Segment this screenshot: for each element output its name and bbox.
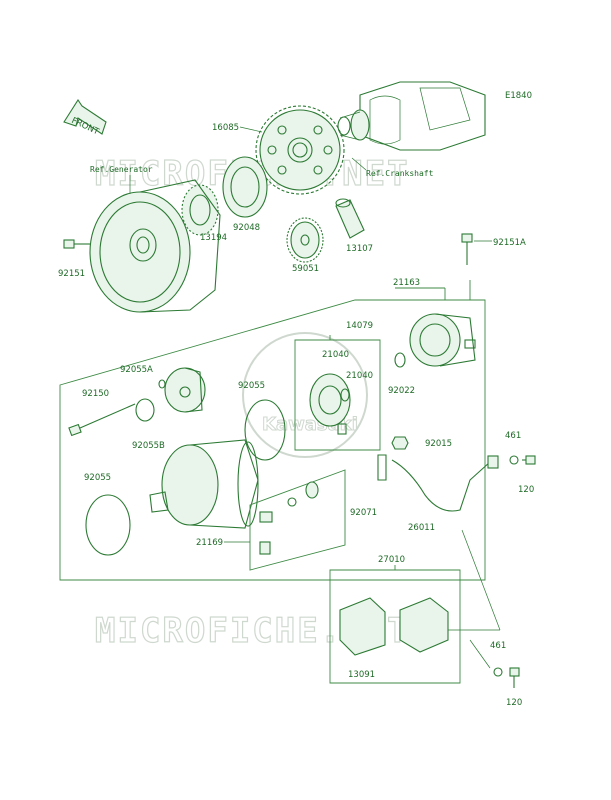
label-21169: 21169 [196, 538, 223, 548]
o-ring-92055B [135, 398, 155, 422]
label-92055-upper: 92055 [238, 381, 265, 391]
o-ring-92055A [158, 379, 166, 389]
label-59051: 59051 [292, 264, 319, 274]
label-120-bottom: 120 [506, 698, 522, 708]
label-92150: 92150 [82, 389, 109, 399]
relay-box [329, 565, 461, 684]
label-21163: 21163 [393, 278, 420, 288]
relay-13091 [339, 597, 449, 656]
bearing-92048 [222, 156, 268, 218]
label-13091: 13091 [348, 670, 375, 680]
washer-461-bottom [493, 667, 503, 677]
label-92048: 92048 [233, 223, 260, 233]
brush-set-box [249, 469, 346, 571]
label-21040-right: 21040 [346, 371, 373, 381]
starter-cable-26011 [391, 455, 499, 512]
brush-holder-box [294, 335, 381, 451]
bolt-92150 [68, 403, 136, 437]
end-cover-21163 [409, 313, 476, 367]
label-27010: 27010 [378, 555, 405, 565]
crankshaft-illustration [337, 81, 486, 151]
o-ring-92055-lower [85, 494, 131, 556]
o-ring-92055-upper [244, 399, 286, 461]
label-92055-lower: 92055 [84, 473, 111, 483]
label-13194: 13194 [200, 233, 227, 243]
brand-watermark-ring [242, 332, 368, 458]
front-arrow-icon: FRONT [63, 98, 107, 138]
label-461-bottom: 461 [490, 641, 506, 651]
shaft-13107 [335, 198, 365, 239]
bolt-120-top [522, 455, 536, 465]
one-way-clutch-13194 [181, 184, 219, 236]
terminal-92071 [377, 454, 387, 481]
washer-92022 [394, 352, 406, 368]
ref-generator-label: Ref.Generator [90, 165, 153, 174]
starter-motor-yoke [149, 439, 259, 529]
label-13107: 13107 [346, 244, 373, 254]
front-cover [164, 367, 206, 413]
washer-461-top [509, 455, 519, 465]
label-92071: 92071 [350, 508, 377, 518]
label-461-top: 461 [505, 431, 521, 441]
label-16085: 16085 [212, 123, 239, 133]
brush-plate-21040 [309, 373, 351, 435]
label-21040-top: 21040 [322, 350, 349, 360]
label-92022: 92022 [388, 386, 415, 396]
bolt-92151A [461, 233, 473, 265]
nut-92015 [391, 436, 409, 450]
label-92151A: 92151A [493, 238, 526, 248]
idle-gear-59051 [286, 217, 324, 263]
label-92055B: 92055B [132, 441, 165, 451]
label-92055A: 92055A [120, 365, 153, 375]
starter-assembly-frame [59, 280, 486, 581]
label-92015: 92015 [425, 439, 452, 449]
ref-crankshaft-label: Ref.Crankshaft [366, 169, 434, 178]
starter-clutch-gear [255, 105, 345, 195]
label-92151: 92151 [58, 269, 85, 279]
bolt-120-bottom [509, 667, 520, 688]
label-14079: 14079 [346, 321, 373, 331]
label-120-top: 120 [518, 485, 534, 495]
bolt-92151 [63, 239, 90, 249]
label-26011: 26011 [408, 523, 435, 533]
diagram-code: E1840 [505, 91, 532, 101]
generator-rotor [89, 179, 221, 313]
